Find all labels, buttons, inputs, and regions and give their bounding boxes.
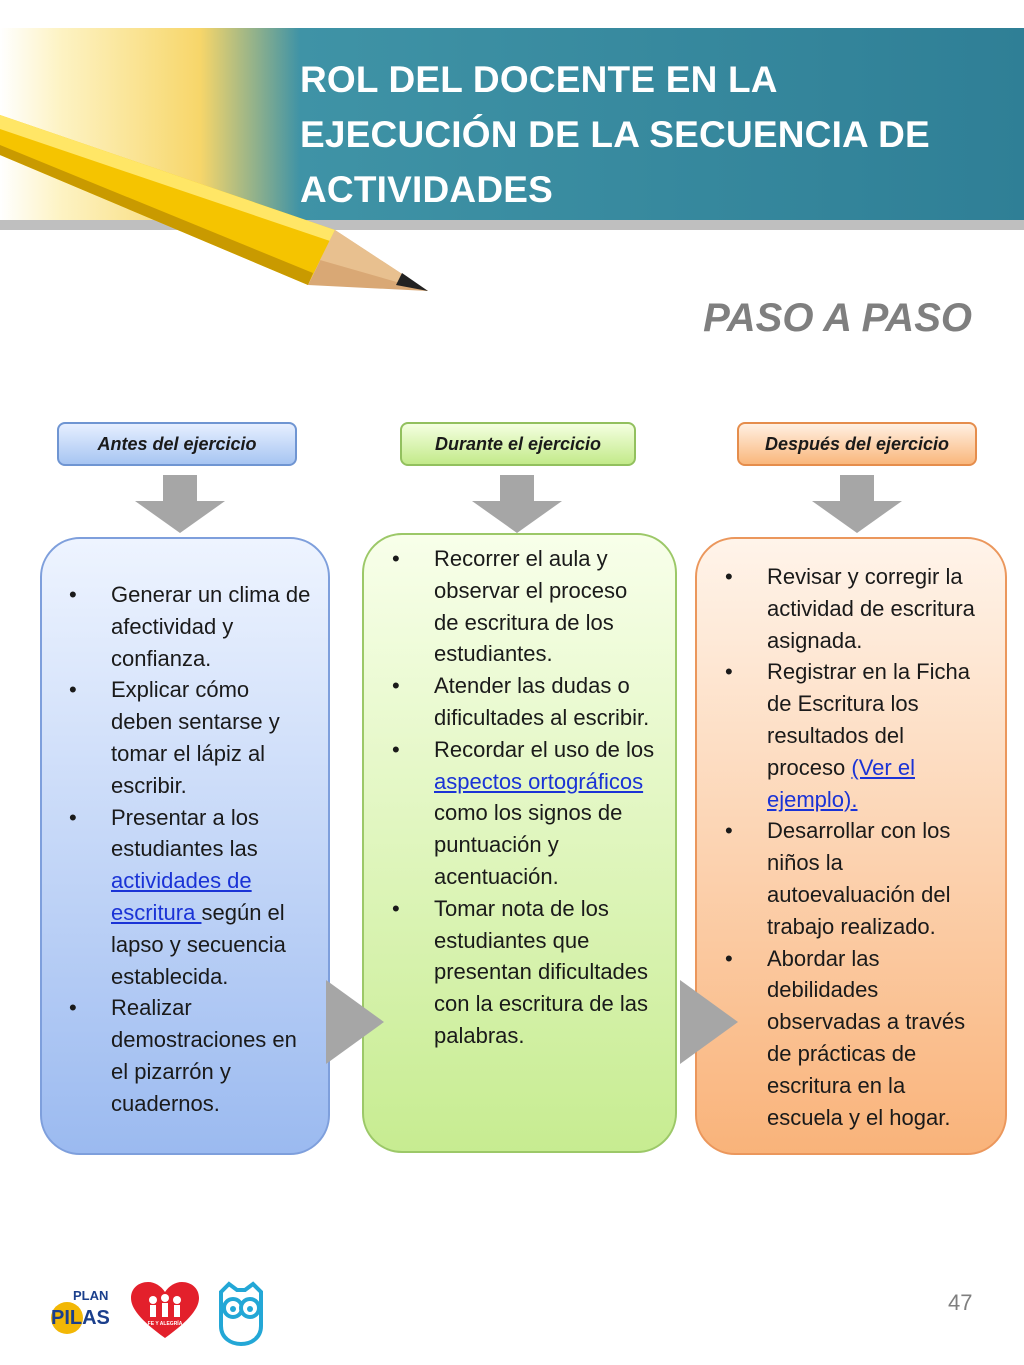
pencil-icon bbox=[0, 115, 428, 291]
title-line: ACTIVIDADES bbox=[300, 169, 553, 210]
stage-label-antes: Antes del ejercicio bbox=[57, 422, 297, 466]
page-number: 47 bbox=[948, 1290, 973, 1315]
list-item: Revisar y corregir la actividad de escri… bbox=[725, 561, 987, 656]
aspectos-ortograficos-link[interactable]: aspectos ortográficos bbox=[434, 768, 644, 794]
title-line: ROL DEL DOCENTE EN LA bbox=[300, 59, 778, 100]
list-item: Recordar el uso de los aspectos ortográf… bbox=[392, 734, 656, 893]
card-despues: Revisar y corregir la actividad de escri… bbox=[695, 537, 1007, 1155]
list-despues: Revisar y corregir la actividad de escri… bbox=[725, 561, 987, 1134]
actividades-de-escritura-link[interactable]: actividades de escritura bbox=[111, 868, 252, 925]
page-title: ROL DEL DOCENTE EN LA EJECUCIÓN DE LA SE… bbox=[300, 52, 1000, 217]
down-arrow-icon bbox=[812, 475, 902, 533]
list-item: Realizar demostraciones en el pizarrón y… bbox=[69, 992, 311, 1119]
stage-label-durante: Durante el ejercicio bbox=[400, 422, 636, 466]
item-text: Recordar el uso de los bbox=[434, 736, 655, 762]
item-text: según el lapso y secuencia establecida. bbox=[111, 899, 286, 989]
down-arrow-icon bbox=[472, 475, 562, 533]
card-antes: Generar un clima de afectividad y confia… bbox=[40, 537, 330, 1155]
title-line: EJECUCIÓN DE LA SECUENCIA DE bbox=[300, 114, 930, 155]
list-durante: Recorrer el aula y observar el proceso d… bbox=[392, 543, 656, 1052]
right-arrow-icon bbox=[680, 980, 738, 1064]
logo-fe-y-alegria-text: FE Y ALEGRÍA bbox=[148, 1319, 183, 1327]
owl-logo bbox=[219, 1281, 263, 1347]
item-text: Presentar a los estudiantes las bbox=[111, 804, 259, 862]
list-item: Atender las dudas o dificultades al escr… bbox=[392, 670, 656, 734]
card-durante: Recorrer el aula y observar el proceso d… bbox=[362, 533, 677, 1153]
list-item: Registrar en la Ficha de Escritura los r… bbox=[725, 656, 987, 815]
list-item: Explicar cómo deben sentarse y tomar el … bbox=[69, 674, 311, 801]
item-text: Registrar en la Ficha de Escritura los r… bbox=[767, 659, 970, 780]
ver-el-ejemplo-link[interactable]: (Ver el ejemplo). bbox=[767, 754, 915, 812]
footer-logos: PLAN PILAS FE Y ALEGRÍA bbox=[51, 1281, 263, 1347]
fe-y-alegria-logo: FE Y ALEGRÍA bbox=[131, 1282, 199, 1338]
list-item: Abordar las debilidades observadas a tra… bbox=[725, 943, 987, 1134]
item-text: como los signos de puntuación y acentuac… bbox=[434, 800, 623, 889]
list-item: Tomar nota de los estudiantes que presen… bbox=[392, 893, 656, 1052]
right-arrow-icon bbox=[326, 980, 384, 1064]
list-antes: Generar un clima de afectividad y confia… bbox=[69, 579, 311, 1120]
logo-pilas-text: PILAS bbox=[51, 1307, 110, 1329]
list-item: Recorrer el aula y observar el proceso d… bbox=[392, 543, 656, 670]
section-subtitle: PASO A PASO bbox=[703, 296, 972, 340]
list-item: Generar un clima de afectividad y confia… bbox=[69, 579, 311, 674]
logo-plan-text: PLAN bbox=[73, 1288, 108, 1303]
stage-label-despues: Después del ejercicio bbox=[737, 422, 977, 466]
plan-pilas-logo: PLAN PILAS bbox=[51, 1288, 110, 1334]
down-arrow-icon bbox=[135, 475, 225, 533]
list-item: Presentar a los estudiantes las activida… bbox=[69, 802, 311, 993]
list-item: Desarrollar con los niños la autoevaluac… bbox=[725, 815, 987, 942]
